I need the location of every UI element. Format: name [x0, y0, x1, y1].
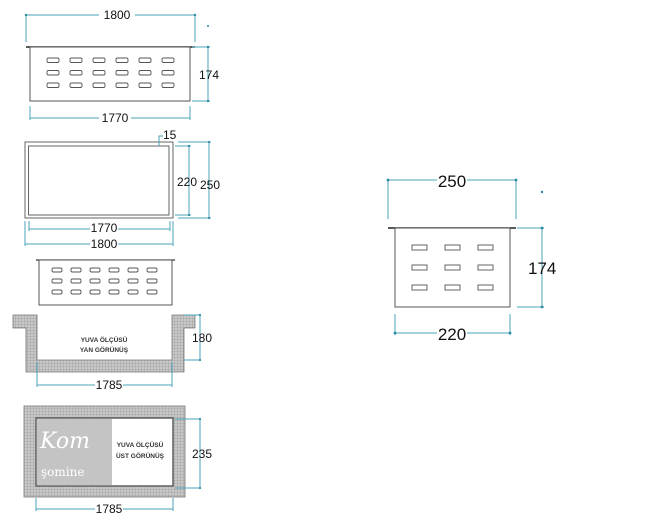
vent-slot: [146, 267, 158, 273]
vent-slot: [477, 284, 494, 291]
vent-slot: [89, 278, 101, 284]
vent-slot: [89, 289, 101, 295]
vent-slot: [411, 284, 428, 291]
vent-slot: [108, 289, 120, 295]
vent-slot: [127, 289, 139, 295]
vent-slot: [146, 278, 158, 284]
side-recess-view: YUVA ÖLÇÜSÜ YAN GÖRÜNÜŞ 180 1785: [12, 313, 212, 392]
frame-width-label: 15: [163, 128, 177, 142]
end-view-slots: [411, 244, 494, 291]
vent-slot: [146, 289, 158, 295]
vent-slot: [92, 82, 106, 88]
front-bottom-width-label: 1770: [102, 111, 129, 125]
inner-width-label: 1770: [91, 221, 118, 235]
vent-slot: [69, 70, 83, 76]
vent-slot: [477, 264, 494, 271]
vent-slot: [161, 70, 175, 76]
end-top-width-label: 250: [438, 172, 466, 191]
recess-height-label: 235: [192, 447, 212, 461]
top-recess-view: Kom şomine YUVA ÖLÇÜSÜ ÜST GÖRÜNÜŞ 235 1…: [23, 405, 212, 516]
top-recess-width-label: 1785: [96, 502, 123, 516]
vent-slot: [161, 82, 175, 88]
side-recess-width-label: 1785: [96, 378, 123, 392]
side-caption-line1: YUVA ÖLÇÜSÜ: [81, 335, 128, 344]
vent-slot: [92, 70, 106, 76]
end-height-label: 174: [528, 259, 556, 278]
vent-slot: [70, 267, 82, 273]
top-caption-line2: ÜST GÖRÜNÜŞ: [116, 451, 165, 460]
vent-slot: [411, 264, 428, 271]
grille-elevation: [36, 259, 175, 306]
plan-view: 15 220 250 1770 1800: [24, 128, 220, 251]
vent-slot: [108, 267, 120, 273]
vent-slot: [51, 278, 63, 284]
vent-slot: [108, 278, 120, 284]
grille-elevation-slots: [51, 267, 158, 295]
vent-slot: [70, 289, 82, 295]
front-view-slots: [46, 57, 175, 88]
vent-slot: [46, 70, 60, 76]
inner-height-label: 220: [177, 175, 197, 189]
vent-slot: [115, 82, 129, 88]
vent-slot: [51, 289, 63, 295]
vent-slot: [444, 244, 461, 251]
vent-slot: [138, 70, 152, 76]
vent-slot: [411, 244, 428, 251]
vent-slot: [444, 284, 461, 291]
vent-slot: [51, 267, 63, 273]
vent-slot: [127, 278, 139, 284]
watermark-logo: Kom: [39, 429, 90, 454]
vent-slot: [115, 70, 129, 76]
outer-height-label: 250: [200, 178, 220, 192]
front-height-label: 174: [199, 68, 219, 82]
vent-slot: [444, 264, 461, 271]
vent-slot: [92, 57, 106, 63]
vent-slot: [46, 82, 60, 88]
vent-slot: [69, 57, 83, 63]
vent-slot: [115, 57, 129, 63]
watermark-tagline: şomine: [41, 465, 84, 479]
end-view: 250 174 220: [386, 172, 556, 344]
vent-slot: [89, 267, 101, 273]
vent-slot: [46, 57, 60, 63]
vent-slot: [70, 278, 82, 284]
vent-slot: [161, 57, 175, 63]
front-top-width-label: 1800: [104, 8, 131, 22]
outer-width-label: 1800: [91, 237, 118, 251]
end-bottom-width-label: 220: [438, 325, 466, 344]
side-caption-line2: YAN GÖRÜNÜŞ: [80, 345, 129, 354]
top-caption-line1: YUVA ÖLÇÜSÜ: [117, 440, 164, 449]
vent-slot: [477, 244, 494, 251]
vent-slot: [138, 57, 152, 63]
front-view: 1800 174 1770: [24, 8, 219, 125]
recess-depth-label: 180: [192, 331, 212, 345]
vent-slot: [127, 267, 139, 273]
vent-slot: [69, 82, 83, 88]
vent-slot: [138, 82, 152, 88]
